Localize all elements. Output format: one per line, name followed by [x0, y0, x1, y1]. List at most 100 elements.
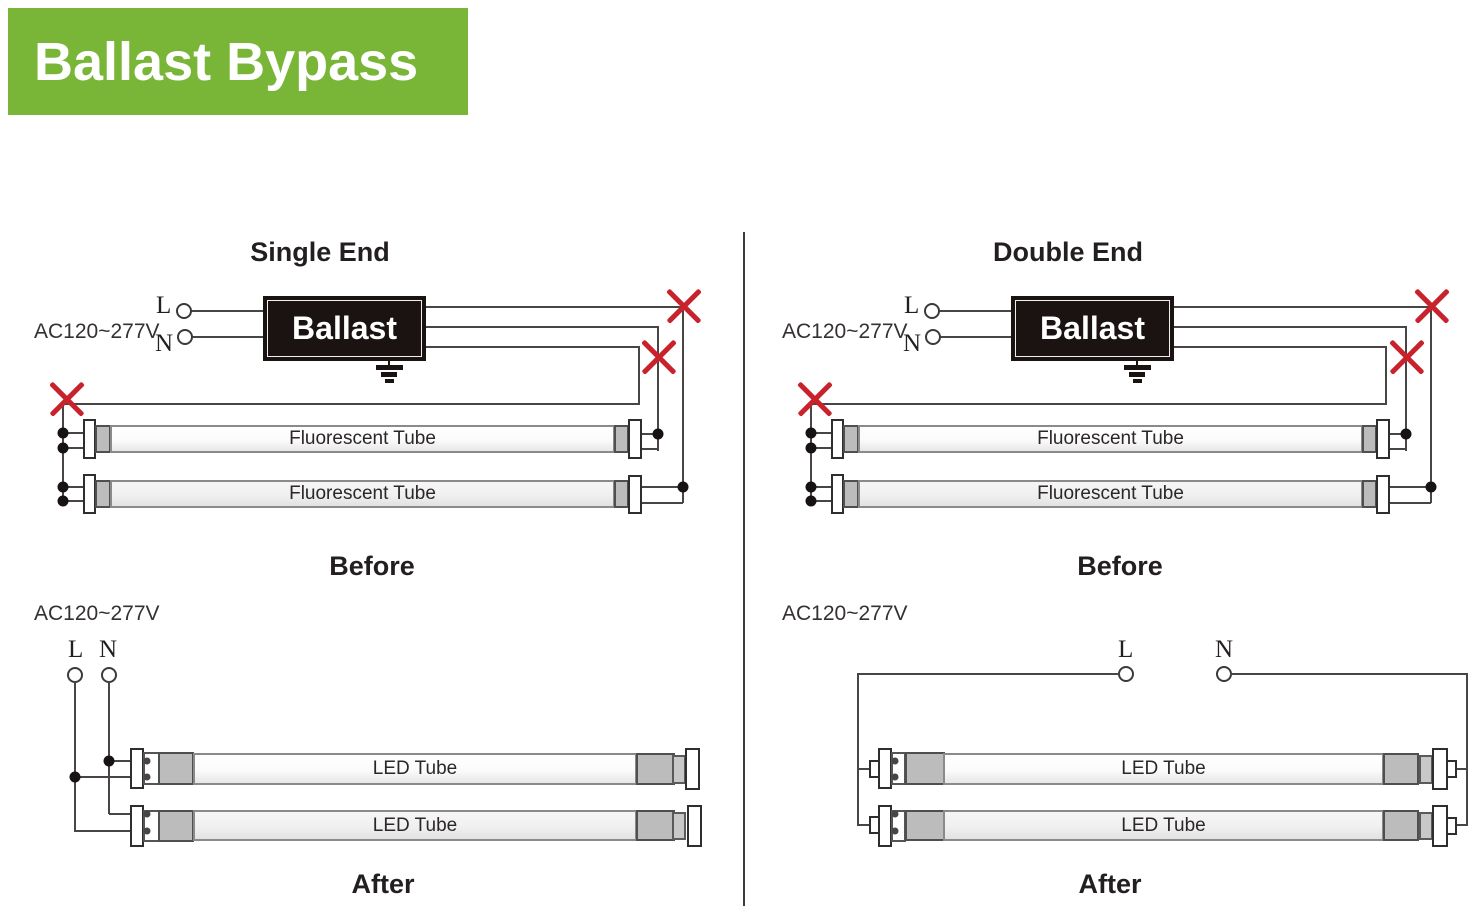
wire-segment	[642, 433, 658, 435]
tube-pin-block	[905, 752, 945, 785]
wire-segment	[63, 432, 84, 434]
tube-pin-block	[636, 753, 675, 785]
tube-pin	[143, 757, 151, 765]
wire-segment	[108, 681, 110, 814]
wire-segment	[811, 447, 832, 449]
ballast-box: Ballast	[263, 296, 426, 361]
wire-segment	[1174, 326, 1407, 328]
wire-segment	[1174, 306, 1432, 308]
wire-segment	[811, 432, 832, 434]
wire-segment	[63, 447, 84, 449]
tube-pin	[891, 757, 899, 765]
live-label: L	[1118, 636, 1134, 663]
header-banner: Ballast Bypass	[8, 8, 468, 115]
ac-voltage-label: AC120~277V	[782, 320, 908, 343]
wire-segment	[75, 776, 131, 778]
tube-pin-block	[1383, 753, 1419, 785]
wire-segment	[74, 681, 76, 832]
tube-pin-block	[158, 810, 194, 842]
wire-segment	[190, 310, 264, 312]
tube-pin-holder	[1419, 812, 1433, 840]
tube-pin-block	[905, 810, 945, 841]
ground-bar	[376, 365, 403, 370]
ballast-box-inner: Ballast	[267, 300, 422, 357]
neutral-terminal	[177, 329, 193, 345]
ground-bar	[1124, 365, 1151, 370]
wire-segment	[1385, 346, 1387, 405]
cut-x-icon	[667, 289, 701, 323]
live-terminal	[176, 303, 192, 319]
junction-dot	[805, 495, 817, 507]
tube-pin-block	[158, 752, 194, 785]
tube-label: LED Tube	[1121, 758, 1206, 779]
junction-dot	[1400, 428, 1412, 440]
neutral-terminal	[925, 329, 941, 345]
wire-segment	[1456, 768, 1467, 770]
neutral-label: N	[1215, 636, 1234, 663]
wire-segment	[63, 486, 84, 488]
tube-socket	[685, 748, 700, 790]
tube-pin-block	[1383, 810, 1419, 841]
after-label: After	[1078, 869, 1142, 899]
wire-segment	[1390, 433, 1406, 435]
led-tube-body: LED Tube	[943, 753, 1384, 785]
tube-pin-block	[614, 425, 629, 453]
tube-pin-block	[95, 425, 111, 453]
section-title-double-end: Double End	[993, 237, 1143, 267]
tube-pin	[891, 827, 899, 835]
ballast-box: Ballast	[1011, 296, 1174, 361]
tube-socket	[878, 805, 892, 847]
live-terminal	[924, 303, 940, 319]
wire-segment	[109, 760, 131, 762]
wire-segment	[426, 326, 659, 328]
tube-pin-block	[614, 480, 629, 508]
wire-segment	[63, 500, 84, 502]
tube-label: Fluorescent Tube	[289, 428, 436, 449]
junction-dot	[57, 427, 69, 439]
wire-segment	[1390, 448, 1406, 450]
tube-pin-block	[1362, 425, 1377, 453]
wire-segment	[426, 346, 640, 348]
fluorescent-tube-body: Fluorescent Tube	[110, 425, 615, 453]
ballast-label: Ballast	[292, 310, 397, 346]
wire-segment	[642, 502, 683, 504]
wire-segment	[939, 336, 1012, 338]
tube-label: LED Tube	[1121, 814, 1206, 836]
wire-segment	[638, 346, 640, 405]
tube-pin-holder	[672, 812, 686, 840]
junction-dot	[652, 428, 664, 440]
junction-dot	[57, 495, 69, 507]
tube-pin-block	[1362, 480, 1377, 508]
wire-segment	[1390, 502, 1431, 504]
junction-dot	[69, 771, 81, 783]
cut-x-icon	[798, 382, 832, 416]
page-title: Ballast Bypass	[34, 31, 419, 92]
ac-voltage-label: AC120~277V	[782, 602, 908, 625]
wire-segment	[1466, 673, 1468, 826]
tube-connector	[1446, 817, 1457, 835]
wire-segment	[1456, 824, 1467, 826]
before-label: Before	[1077, 551, 1163, 581]
tube-pin-block	[843, 480, 859, 508]
wire-segment	[426, 306, 684, 308]
wire-segment	[63, 403, 640, 405]
tube-label: Fluorescent Tube	[1037, 428, 1184, 449]
led-tube-body: LED Tube	[943, 810, 1384, 841]
tube-pin	[891, 773, 899, 781]
section-title-single-end: Single End	[250, 237, 390, 267]
tube-pin-block	[95, 480, 111, 508]
fluorescent-tube-body: Fluorescent Tube	[858, 425, 1363, 453]
junction-dot	[677, 481, 689, 493]
before-label: Before	[329, 551, 415, 581]
tube-label: Fluorescent Tube	[1037, 483, 1184, 504]
tube-pin	[143, 773, 151, 781]
tube-pin	[143, 810, 151, 818]
junction-dot	[805, 442, 817, 454]
after-label: After	[351, 869, 415, 899]
tube-pin	[143, 827, 151, 835]
wire-segment	[682, 306, 684, 503]
cut-x-icon	[1390, 340, 1424, 374]
wire-segment	[642, 486, 683, 488]
junction-dot	[103, 755, 115, 767]
